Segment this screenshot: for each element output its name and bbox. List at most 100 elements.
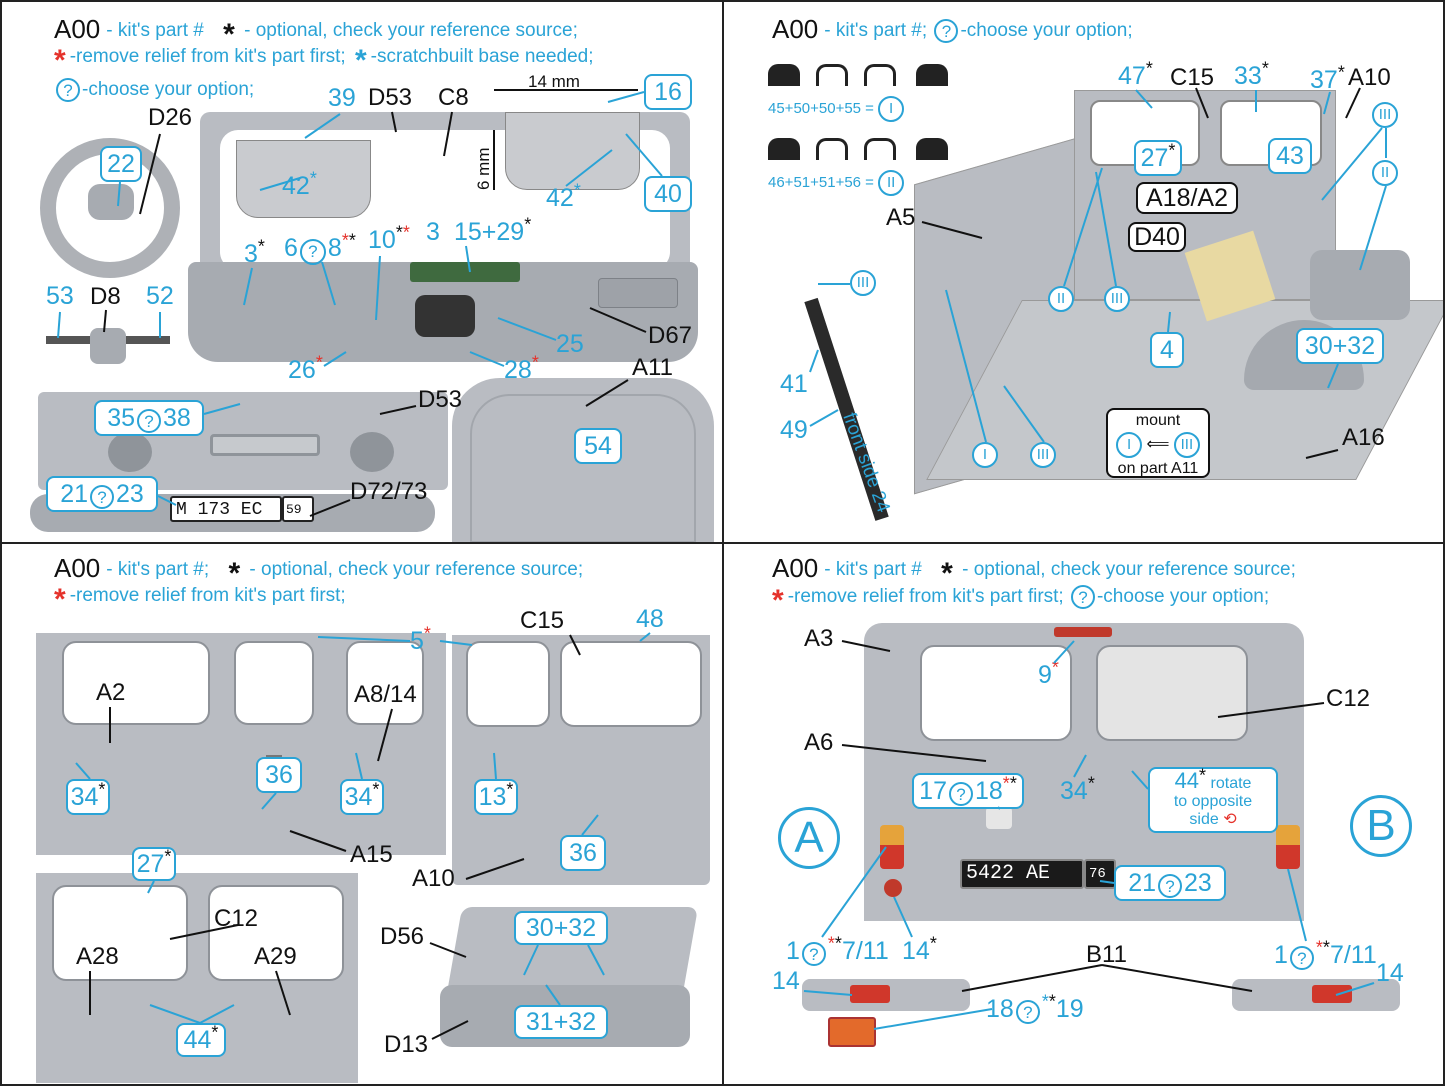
roman-marker-i-bottom: I [972, 442, 998, 468]
red-star-icon-p4: * [772, 584, 784, 617]
part-code: A00 [54, 14, 101, 44]
callout-34b: 34* [340, 779, 384, 815]
roman-marker-ii-top: II [1372, 160, 1398, 186]
red-star-icon-p3: * [54, 583, 66, 616]
rear-plate-region: 76 [1089, 866, 1106, 882]
console-slot [210, 434, 320, 456]
legend-optional: - optional, check your reference source; [244, 20, 578, 41]
callout-4: 4 [1150, 332, 1184, 368]
label-a8: A8/14 [354, 681, 417, 708]
label-a2: A2 [96, 679, 126, 706]
roman-marker-iii-mid: III [1104, 286, 1130, 312]
label-d67: D67 [648, 322, 693, 349]
callout-54: 54 [574, 428, 622, 464]
callout-16: 16 [644, 74, 692, 110]
callout-47: 47* [1118, 58, 1153, 90]
callout-15-29: 15+29* [454, 214, 532, 246]
legend-optional-p3: - optional, check your reference source; [249, 559, 584, 580]
choose-option-icon: ? [56, 78, 80, 102]
callout-33: 33* [1234, 58, 1269, 90]
label-a29: A29 [254, 943, 297, 970]
callout-3a: 3* [244, 236, 265, 268]
tail-light-right [1276, 825, 1300, 869]
callout-53: 53 [46, 282, 74, 310]
callout-6-8: 6?8** [284, 232, 356, 265]
callout-14a: 14* [902, 933, 937, 965]
legend-kit-part-p4: - kit's part # [824, 559, 922, 580]
steering-hub [88, 184, 134, 220]
stalk-left [46, 336, 90, 344]
sun-visor-right [505, 112, 640, 190]
callout-1-7-left: 1?**7/11 [786, 933, 889, 966]
front-door-window [466, 641, 550, 727]
legend-kit-part-p3: - kit's part #; [106, 559, 210, 580]
plate-number: M 173 EC [176, 500, 263, 520]
callout-27: 27* [1134, 140, 1182, 176]
label-d53: D53 [368, 84, 413, 111]
callout-1-7-right: 1?**7/11 [1274, 937, 1377, 970]
label-c12: C12 [1326, 685, 1371, 712]
panel-dashboard: A00- kit's part # * - optional, check yo… [0, 0, 722, 542]
legend-remove-relief: -remove relief from kit's part first; [69, 46, 346, 67]
blue-star-icon: * [354, 44, 367, 77]
callout-39: 39 [328, 84, 356, 112]
on-part-label: on part A11 [1117, 460, 1199, 477]
callout-17-18: 17?18** [912, 773, 1024, 809]
rear-window-left [52, 885, 188, 981]
callout-14b: 14 [772, 967, 800, 995]
callout-5: 5* [410, 623, 431, 655]
callout-30-32: 30+32 [514, 911, 608, 945]
label-d56: D56 [380, 923, 425, 950]
belt-icon-56 [916, 138, 948, 160]
callout-14c: 14 [1376, 959, 1404, 987]
roman-marker-ii-mid: II [1048, 286, 1074, 312]
side-window-2 [234, 641, 314, 725]
part-code-p3: A00 [54, 553, 101, 583]
callout-10: 10** [368, 222, 410, 254]
callout-3b: 3 [426, 218, 440, 246]
label-c15: C15 [1170, 64, 1215, 91]
callout-34: 34* [1060, 773, 1095, 805]
callout-36b: 36 [560, 835, 606, 871]
label-6mm: 6 mm [474, 147, 493, 191]
callout-35-38: 35?38 [94, 400, 204, 436]
callout-18-19: 18?**19 [986, 991, 1084, 1024]
callout-21-23: 21?23 [46, 476, 158, 512]
legend-kit-part: - kit's part # [106, 20, 204, 41]
label-c12: C12 [214, 905, 259, 932]
label-d8: D8 [90, 283, 121, 310]
legend-line-p3-2: *-remove relief from kit's part first; [50, 585, 346, 615]
formula-2: 46+51+51+56 = II [768, 170, 905, 196]
label-c15: C15 [520, 607, 565, 634]
rotate-line-3: side ⟲ [1189, 811, 1237, 828]
legend-remove-p4: -remove relief from kit's part first; [787, 586, 1064, 607]
belt-icon-50b [864, 64, 896, 86]
stalk-right [126, 336, 170, 344]
callout-34a: 34* [66, 779, 110, 815]
door-handle [986, 807, 1012, 829]
label-b11: B11 [1086, 941, 1127, 968]
brake-light-top [1054, 627, 1112, 637]
roman-marker-iii-belt: III [850, 270, 876, 296]
red-star-icon: * [54, 44, 66, 77]
front-quarter-window [560, 641, 702, 727]
legend-scratch-base: -scratchbuilt base needed; [370, 46, 594, 67]
legend-line-1: A00- kit's part # * - optional, check yo… [54, 14, 578, 50]
formula-1: 45+50+50+55 = I [768, 96, 905, 122]
callout-43: 43 [1268, 138, 1312, 174]
legend-line-p2: A00- kit's part #; ?-choose your option; [772, 14, 1133, 45]
callout-40: 40 [644, 176, 692, 212]
label-a10: A10 [1348, 64, 1391, 91]
panel-rear-view: A00- kit's part # * - optional, check yo… [724, 545, 1445, 1086]
label-a11: A11 [632, 354, 673, 381]
legend-choose-p4: -choose your option; [1096, 586, 1270, 607]
glovebox [598, 278, 678, 308]
label-c8: C8 [438, 84, 469, 111]
console-hole-right [350, 432, 394, 472]
choose-option-icon-p4: ? [1070, 585, 1095, 609]
belt-icon-50a [816, 64, 848, 86]
belt-icon-55 [916, 64, 948, 86]
callout-36a: 36 [256, 757, 302, 793]
callout-13: 13* [474, 779, 518, 815]
label-a15: A15 [350, 841, 393, 868]
